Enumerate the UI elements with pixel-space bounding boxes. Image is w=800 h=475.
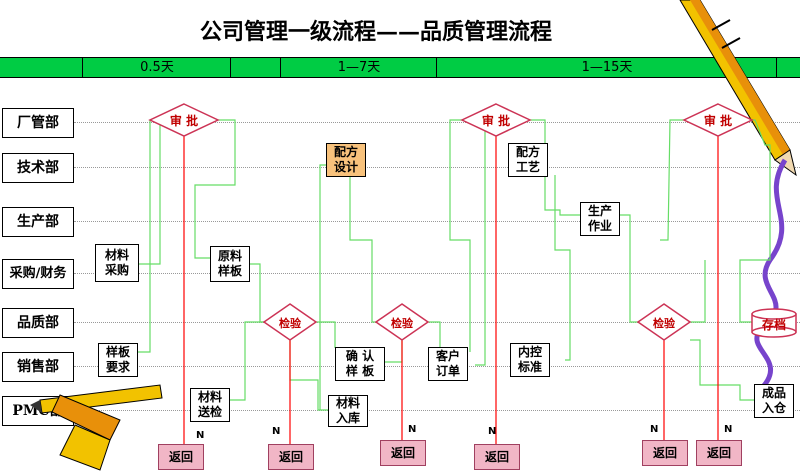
box-customer-order: 客户 订单	[428, 347, 468, 381]
return-box-5: 返回	[642, 440, 688, 466]
timeline-segment-3: 1—15天	[436, 58, 777, 77]
return-box-4: 返回	[474, 444, 520, 470]
dept-purchasing-finance: 采购/财务	[2, 259, 74, 289]
n-mark: N	[724, 424, 733, 435]
timeline-end	[776, 58, 800, 77]
dept-sales: 销售部	[2, 352, 74, 382]
inspection-diamond-3	[636, 303, 692, 341]
box-raw-material-sample: 原料 样板	[210, 246, 250, 282]
squiggle-icon	[754, 158, 788, 392]
dept-production: 生产部	[2, 207, 74, 237]
page-title: 公司管理一级流程——品质管理流程	[200, 19, 553, 45]
inspection-diamond-1	[262, 303, 318, 341]
lane-line	[74, 122, 800, 123]
n-mark: N	[196, 430, 205, 441]
n-mark: N	[408, 424, 417, 435]
n-mark: N	[272, 426, 281, 437]
return-box-3: 返回	[380, 440, 426, 466]
inspection-label-1: 检验	[279, 317, 301, 330]
lane-line	[74, 273, 800, 274]
timeline-bar: 0.5天 1—7天 1—15天	[0, 57, 800, 78]
inspection-label-3: 检验	[653, 317, 675, 330]
approval-label-3: 审 批	[703, 114, 733, 128]
approval-diamond-1	[148, 103, 220, 137]
return-box-2: 返回	[268, 444, 314, 470]
dept-technology: 技术部	[2, 153, 74, 183]
timeline-segment-1: 0.5天	[82, 58, 231, 77]
inspection-diamond-2	[374, 303, 430, 341]
approval-diamond-3	[682, 103, 754, 137]
box-material-warehouse: 材料 入库	[328, 395, 368, 427]
lane-line	[74, 221, 800, 222]
box-formula-design: 配方 设计	[326, 143, 366, 177]
box-sample-request: 样板 要求	[98, 343, 138, 377]
approval-diamond-2	[460, 103, 532, 137]
dept-quality: 品质部	[2, 308, 74, 338]
pencil-top-right-icon	[679, 0, 797, 177]
box-finished-warehouse: 成品 入仓	[754, 384, 794, 418]
dept-factory-management: 厂管部	[2, 108, 74, 138]
approval-label-2: 审 批	[481, 114, 511, 128]
inspection-label-2: 检验	[391, 317, 413, 330]
storage-label: 存档	[761, 318, 786, 332]
lane-line	[74, 410, 800, 411]
box-material-purchase: 材料 采购	[95, 244, 139, 282]
timeline-spacer	[230, 58, 281, 77]
n-mark: N	[488, 426, 497, 437]
return-box-1: 返回	[158, 444, 204, 470]
timeline-segment-2: 1—7天	[280, 58, 437, 77]
box-production-work: 生产 作业	[580, 202, 620, 236]
box-material-inspection: 材料 送检	[190, 388, 230, 422]
approval-label-1: 审 批	[169, 114, 199, 128]
return-box-6: 返回	[696, 440, 742, 466]
box-confirm-sample: 确 认 样 板	[335, 347, 385, 381]
pencil-bottom-left-icon	[30, 384, 163, 471]
box-internal-control: 内控 标准	[510, 343, 550, 377]
storage-cylinder-icon	[751, 308, 797, 338]
lane-line	[74, 167, 800, 168]
n-mark: N	[650, 424, 659, 435]
box-formula-process: 配方 工艺	[508, 143, 548, 177]
